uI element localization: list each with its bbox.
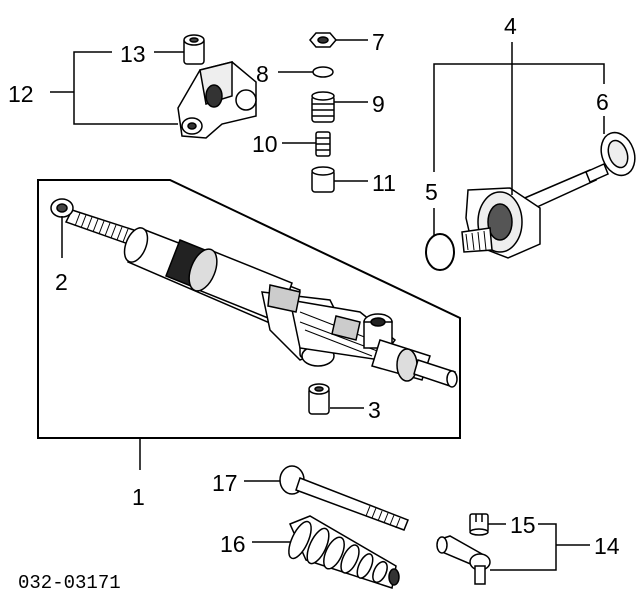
part-label-5: 5 (425, 179, 438, 205)
spring-part-10 (315, 131, 331, 157)
part-label-14: 14 (594, 533, 620, 559)
part-label-3: 3 (368, 397, 381, 423)
tie-rod-end-part-14 (436, 535, 491, 585)
castle-nut-part-15 (469, 513, 489, 536)
diagram-code: 032-03171 (18, 572, 121, 594)
part-label-17: 17 (212, 470, 238, 496)
part-label-8: 8 (256, 61, 269, 87)
part-label-4: 4 (504, 13, 517, 39)
part-label-1: 1 (132, 484, 145, 510)
mount-bracket-part-12 (177, 61, 257, 139)
part-label-16: 16 (220, 531, 246, 557)
assembly-frame (37, 179, 461, 439)
valve-assembly-part-4 (461, 162, 609, 259)
guide-part-11 (311, 166, 335, 193)
rack-boot-part-16 (288, 515, 400, 589)
part-label-6: 6 (596, 89, 609, 115)
part-label-12: 12 (8, 81, 34, 107)
inner-tie-rod-part-17 (279, 465, 409, 531)
leader-lines (50, 39, 605, 571)
steering-rack-illustration (64, 209, 458, 388)
part-label-9: 9 (372, 91, 385, 117)
washer-part-8 (312, 66, 334, 78)
part-label-7: 7 (372, 29, 385, 55)
part-label-11: 11 (372, 170, 396, 196)
part-label-15: 15 (510, 512, 536, 538)
bushing-part-3 (308, 383, 330, 415)
o-ring-part-5 (425, 233, 455, 271)
part-label-13: 13 (120, 41, 146, 67)
bushing-part-13 (183, 34, 205, 65)
spring-cap-part-9 (311, 91, 335, 123)
nut-part-7 (309, 32, 337, 48)
part-label-2: 2 (55, 269, 68, 295)
part-label-10: 10 (252, 131, 278, 157)
seal-ring-part-6 (600, 131, 636, 177)
nut-part-2 (50, 198, 74, 218)
